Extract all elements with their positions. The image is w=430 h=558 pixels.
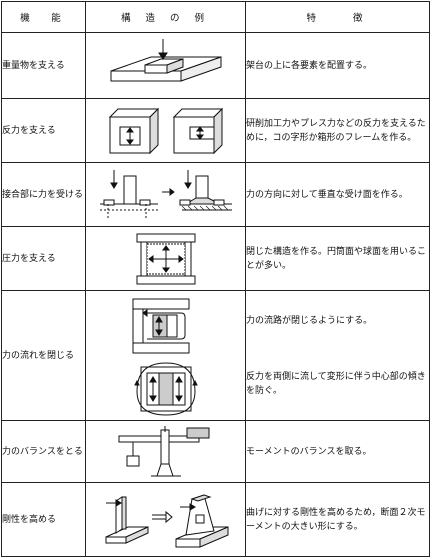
feature-cell: 研削加工力やプレス力などの反力を支えるために，コの字形か箱形のフレームを作る。	[245, 98, 430, 163]
closed-force-flow-figure	[132, 298, 198, 416]
function-cell: 重量物を支える	[1, 32, 86, 99]
feature-cell: 曲げに対する剛性を高めるため，断面２次モーメントの大きい形にする。	[245, 482, 430, 557]
example-cell	[85, 420, 246, 483]
table-row: 反力を支える 研削加工力やプレス力などの反力を支えるために，コの字形か箱形のフレ…	[1, 98, 430, 163]
header-feature: 特 徴	[245, 1, 430, 33]
table-row: 重量物を支える 架台の上に各要素を配置する。	[1, 32, 430, 99]
function-cell: 力のバランスをとる	[1, 420, 86, 483]
pressure-vessel-figure	[136, 233, 195, 284]
heavy-load-stand-figure	[110, 38, 221, 82]
feature-cell: 架台の上に各要素を配置する。	[245, 32, 430, 99]
function-cell: 反力を支える	[1, 98, 86, 163]
rigidity-figure	[105, 493, 228, 548]
function-cell: 剛性を高める	[1, 482, 86, 557]
feature-cell: 閉じた構造を作る。円筒面や球面を用いることが多い。	[245, 226, 430, 291]
example-cell	[85, 162, 246, 227]
table-row: 力の流れを閉じる	[1, 290, 430, 421]
header-row: 機 能 構 造 の 例 特 徴	[1, 1, 430, 33]
function-cell: 力の流れを閉じる	[1, 290, 86, 421]
example-cell	[85, 32, 246, 99]
table-row: 圧力を支える 閉じた構造を作る。円筒面や球面を用いることが多い。	[1, 226, 430, 291]
feature-text: 力の流路が閉じるようにする。	[246, 315, 373, 326]
feature-cell: 力の方向に対して垂直な受け面を作る。	[245, 162, 430, 227]
example-cell	[85, 226, 246, 291]
function-cell: 接合部に力を受ける	[1, 162, 86, 227]
joint-load-figure	[99, 169, 232, 218]
reaction-frame-figure	[108, 107, 223, 154]
table-row: 接合部に力を受ける	[1, 162, 430, 227]
header-function: 機 能	[1, 1, 86, 33]
header-example: 構 造 の 例	[85, 1, 246, 33]
feature-cell: 力の流路が閉じるようにする。 反力を両側に流して変形に伴う中心部の傾きを防ぐ。	[245, 290, 430, 421]
table-row: 剛性を高める 曲げに	[1, 482, 430, 557]
example-cell	[85, 290, 246, 421]
example-cell	[85, 98, 246, 163]
feature-text-2: 反力を両側に流して変形に伴う中心部の傾きを防ぐ。	[246, 371, 426, 396]
moment-balance-figure	[118, 425, 209, 476]
function-cell: 圧力を支える	[1, 226, 86, 291]
example-cell	[85, 482, 246, 557]
table-row: 力のバランスをとる モーメントのバランスを取る。	[1, 420, 430, 483]
feature-cell: モーメントのバランスを取る。	[245, 420, 430, 483]
